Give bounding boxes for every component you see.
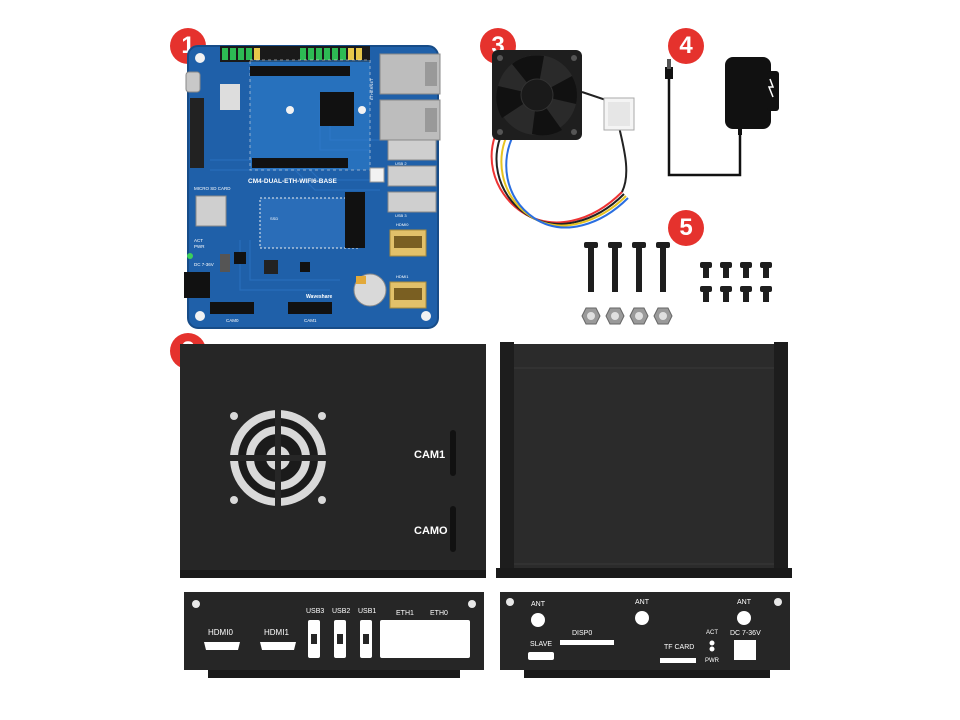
case-front-panel: HDMI0 HDMI1 USB3 USB2 USB1 ETH1 ETH0 bbox=[184, 592, 484, 678]
front-hdmi0-label: HDMI0 bbox=[208, 628, 233, 637]
cooling-fan bbox=[490, 50, 635, 229]
case-top-cover: CAM1 CAMO bbox=[180, 344, 486, 578]
board-cam0-label: CAM0 bbox=[226, 318, 239, 323]
back-dc-label: DC 7-36V bbox=[730, 630, 761, 637]
board-name: CM4-DUAL-ETH-WIFI6-BASE bbox=[248, 178, 337, 185]
front-usb2-label: USB2 bbox=[332, 608, 350, 615]
front-eth0-label: ETH0 bbox=[430, 610, 448, 617]
front-hdmi1-label: HDMI1 bbox=[264, 628, 289, 637]
badge-5: 5 bbox=[668, 210, 704, 246]
badge-4: 4 bbox=[668, 28, 704, 64]
board-brand-label: Waveshare bbox=[306, 294, 332, 300]
back-ant-mid-label: ANT bbox=[635, 599, 650, 606]
board-pwr-label: PWR bbox=[194, 244, 205, 249]
board-cam1-label: CAM1 bbox=[304, 318, 317, 323]
board-ethernet-label: ETHERNET bbox=[369, 78, 374, 100]
back-tf-card-label: TF CARD bbox=[664, 644, 694, 651]
back-pwr-label: PWR bbox=[705, 658, 720, 664]
board-sd-label: MICRO SD CARD bbox=[194, 186, 231, 191]
power-adapter bbox=[665, 57, 779, 177]
back-ant-left-label: ANT bbox=[531, 601, 546, 608]
back-act-label: ACT bbox=[706, 630, 718, 636]
case-cam1-label: CAM1 bbox=[414, 449, 445, 461]
board-ssd-label: SSD bbox=[270, 216, 278, 221]
board-hdmi1-label: HDMI1 bbox=[396, 274, 409, 279]
front-eth1-label: ETH1 bbox=[396, 610, 414, 617]
case-cam0-label: CAMO bbox=[414, 525, 448, 537]
back-disp0-label: DISP0 bbox=[572, 630, 592, 637]
board-usb3-label: USB 3 bbox=[395, 213, 407, 218]
board-hdmi0-label: HDMI0 bbox=[396, 222, 409, 227]
board-dc-label: DC 7-36V bbox=[194, 262, 214, 267]
carrier-board: ETHERNET USB 2 USB 3 CM4-DUAL-ETH-WIFI6-… bbox=[184, 45, 441, 329]
back-ant-right-label: ANT bbox=[737, 599, 752, 606]
board-usb2-label: USB 2 bbox=[395, 161, 407, 166]
board-act-label: ACT bbox=[194, 238, 203, 243]
case-shell bbox=[496, 342, 792, 578]
back-slave-label: SLAVE bbox=[530, 641, 552, 648]
front-usb1-label: USB1 bbox=[358, 608, 376, 615]
screw-kit bbox=[581, 242, 772, 325]
case-back-panel: ANT ANT ANT DISP0 SLAVE TF CARD ACT PWR … bbox=[500, 592, 790, 678]
front-usb3-label: USB3 bbox=[306, 608, 324, 615]
